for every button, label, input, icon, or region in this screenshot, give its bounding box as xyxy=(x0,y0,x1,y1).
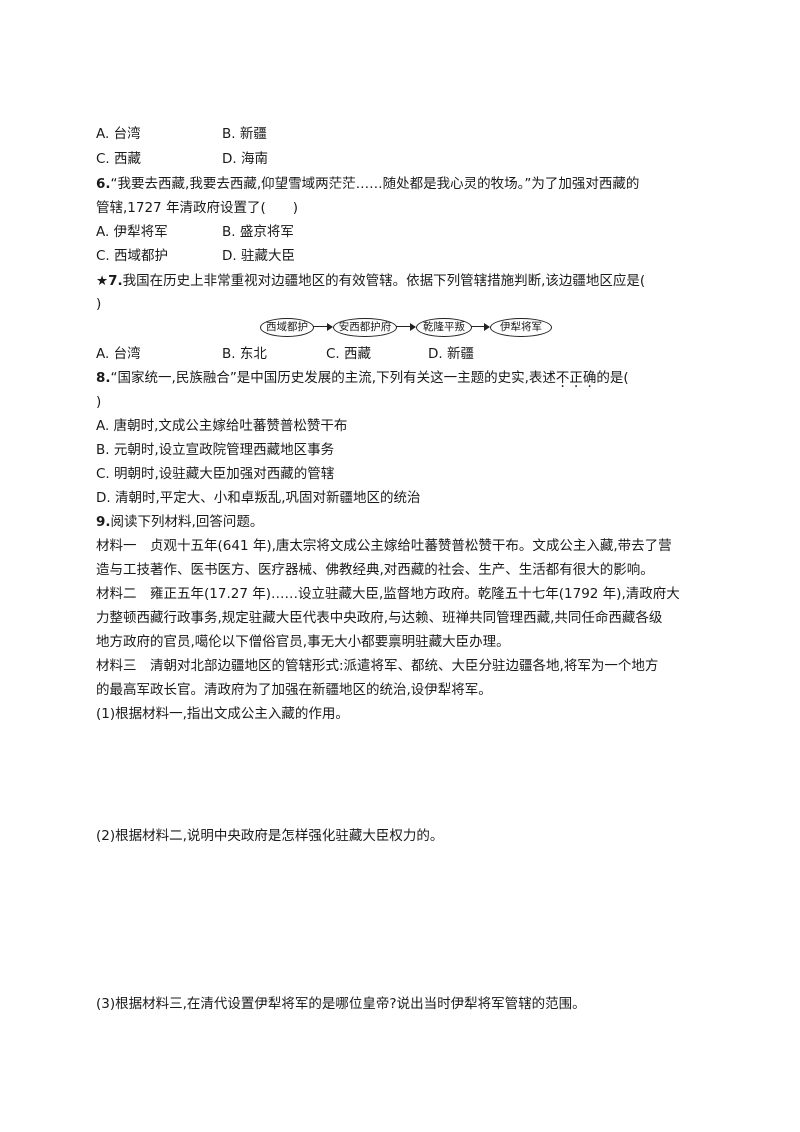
q8-option-d: D. 清朝时,平定大、小和卓叛乱,巩固对新疆地区的统治 xyxy=(96,490,421,506)
q9-material1-line2: 造与工技著作、医书医方、医疗器械、佛教经典,对西藏的社会、生产、生活都有很大的影… xyxy=(96,562,654,578)
q7-flow-diagram: 西域都护 安西都护府 乾隆平叛 伊犁将军 xyxy=(260,316,560,338)
q9-material2-line3: 地方政府的官员,噶伦以下僧俗官员,事无大小都要禀明驻藏大臣办理。 xyxy=(96,634,510,650)
q6-stem-line1: 6.“我要去西藏,我要去西藏,仰望雪域两茫茫……随处都是我心灵的牧场。”为了加强… xyxy=(96,175,639,193)
q7-number: ★7. xyxy=(96,273,123,289)
q8-stem-post: 的是( xyxy=(596,370,629,386)
flow-arrow-2 xyxy=(396,321,416,332)
q9-material3-line1: 材料三 清朝对北部边疆地区的管辖形式:派遣将军、都统、大臣分驻边疆各地,将军为一… xyxy=(96,658,659,674)
q7-option-b: B. 东北 xyxy=(222,346,267,362)
q6-option-d: D. 驻藏大臣 xyxy=(222,248,295,264)
flow-node-1: 西域都护 xyxy=(260,318,314,337)
q5-option-d: D. 海南 xyxy=(222,151,268,167)
flow-node-4: 伊犁将军 xyxy=(490,318,552,337)
q9-subquestion-2: (2)根据材料二,说明中央政府是怎样强化驻藏大臣权力的。 xyxy=(96,828,444,844)
q5-option-b: B. 新疆 xyxy=(222,126,267,142)
q8-emphasis-char-2: 正 xyxy=(569,369,583,387)
q8-stem-line1: 8.“国家统一,民族融合”是中国历史发展的主流,下列有关这一主题的史实,表述不正… xyxy=(96,369,629,387)
q9-number: 9. xyxy=(96,514,111,530)
q6-option-b: B. 盛京将军 xyxy=(222,224,294,240)
q5-option-c: C. 西藏 xyxy=(96,151,142,167)
q8-option-a: A. 唐朝时,文成公主嫁给吐蕃赞普松赞干布 xyxy=(96,418,348,434)
q8-emphasis-char-3: 确 xyxy=(583,369,597,387)
q9-material3-line2: 的最高军政长官。清政府为了加强在新疆地区的统治,设伊犁将军。 xyxy=(96,682,492,698)
q9-stem-text: 阅读下列材料,回答问题。 xyxy=(110,514,264,530)
q6-number: 6. xyxy=(96,176,111,192)
q9-material2-line1: 材料二 雍正五年(17.27 年)……设立驻藏大臣,监督地方政府。乾隆五十七年(… xyxy=(96,586,680,602)
q9-subquestion-3: (3)根据材料三,在清代设置伊犁将军的是哪位皇帝?说出当时伊犁将军管辖的范围。 xyxy=(96,996,586,1012)
q6-stem-text: “我要去西藏,我要去西藏,仰望雪域两茫茫……随处都是我心灵的牧场。”为了加强对西… xyxy=(110,176,640,192)
q9-material2-line2: 力整顿西藏行政事务,规定驻藏大臣代表中央政府,与达赖、班禅共同管理西藏,共同任命… xyxy=(96,610,663,626)
q5-option-a: A. 台湾 xyxy=(96,126,141,142)
q8-option-b: B. 元朝时,设立宣政院管理西藏地区事务 xyxy=(96,442,335,458)
q7-stem-text: 我国在历史上非常重视对边疆地区的有效管辖。依据下列管辖措施判断,该边疆地区应是( xyxy=(122,273,646,289)
q8-number: 8. xyxy=(96,370,111,386)
q6-stem-line2: 管辖,1727 年清政府设置了( ) xyxy=(96,200,298,216)
q8-stem-pre: “国家统一,民族融合”是中国历史发展的主流,下列有关这一主题的史实,表述 xyxy=(110,370,556,386)
flow-node-2: 安西都护府 xyxy=(333,318,397,337)
q8-stem-line2: ) xyxy=(96,394,102,410)
q6-option-c: C. 西域都护 xyxy=(96,248,169,264)
q9-stem: 9.阅读下列材料,回答问题。 xyxy=(96,513,263,531)
q7-stem-line1: ★7.我国在历史上非常重视对边疆地区的有效管辖。依据下列管辖措施判断,该边疆地区… xyxy=(96,272,645,290)
flow-arrow-1 xyxy=(313,321,333,332)
q7-option-d: D. 新疆 xyxy=(428,346,474,362)
q8-emphasis-char-1: 不 xyxy=(556,369,570,387)
q7-option-a: A. 台湾 xyxy=(96,346,141,362)
flow-arrow-3 xyxy=(471,321,490,332)
q9-material1-line1: 材料一 贞观十五年(641 年),唐太宗将文成公主嫁给吐蕃赞普松赞干布。文成公主… xyxy=(96,538,672,554)
flow-node-3: 乾隆平叛 xyxy=(416,318,472,337)
q9-subquestion-1: (1)根据材料一,指出文成公主入藏的作用。 xyxy=(96,706,349,722)
q8-option-c: C. 明朝时,设驻藏大臣加强对西藏的管辖 xyxy=(96,466,335,482)
q6-option-a: A. 伊犁将军 xyxy=(96,224,168,240)
q7-stem-line2: ) xyxy=(96,296,102,312)
q7-option-c: C. 西藏 xyxy=(326,346,372,362)
